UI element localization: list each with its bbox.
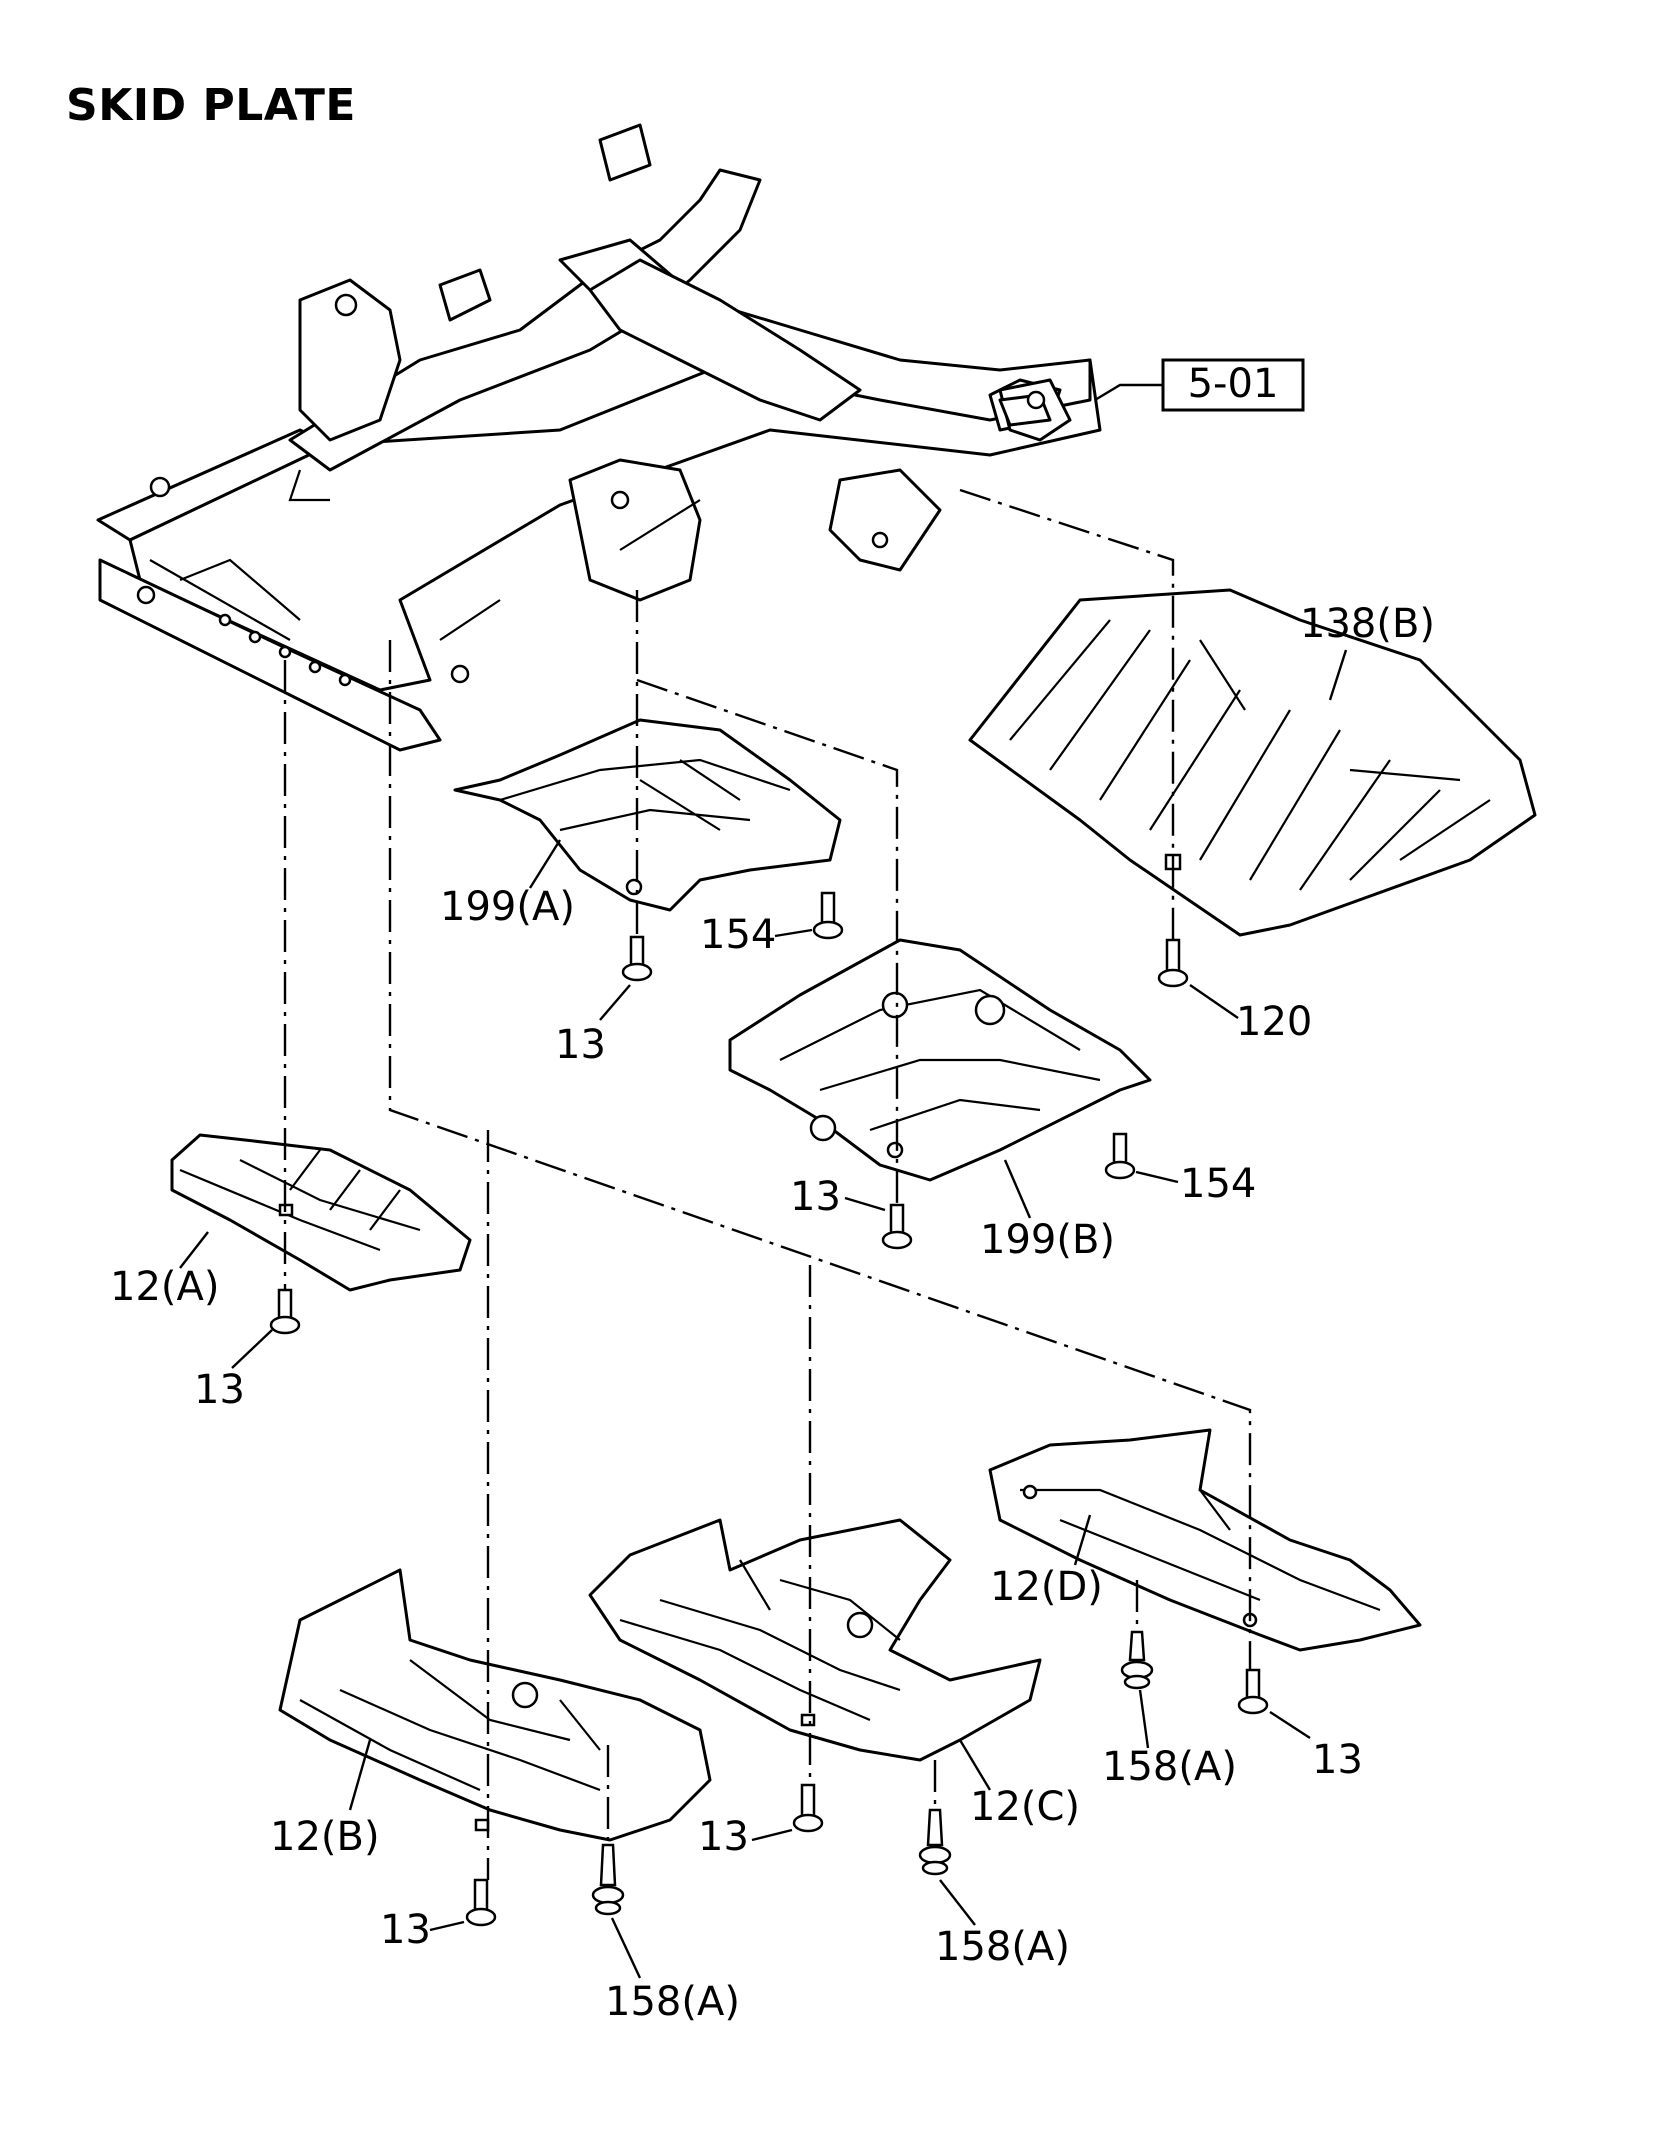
callout-12a: 12(A) — [110, 1264, 219, 1310]
callout-154-upper: 154 — [700, 912, 776, 958]
bolt-120 — [1157, 938, 1189, 988]
callout-13-12d: 13 — [1312, 1737, 1363, 1783]
bolt-154-upper — [812, 891, 844, 940]
skid-plate-199a — [453, 718, 842, 912]
callout-13-12a: 13 — [194, 1367, 245, 1413]
bolt-13-12d — [1237, 1668, 1269, 1715]
callout-12c: 12(C) — [970, 1784, 1080, 1830]
skid-plate-199b — [728, 938, 1152, 1182]
callout-138b: 138(B) — [1300, 601, 1435, 647]
callout-13-199a: 13 — [555, 1022, 606, 1068]
bolt-158a-12b — [591, 1843, 625, 1916]
callout-13-12b: 13 — [380, 1907, 431, 1953]
page-title: SKID PLATE — [66, 80, 356, 131]
callout-13-12c: 13 — [698, 1814, 749, 1860]
skid-plate-12c — [588, 1518, 1042, 1762]
reference-box-5-01[interactable]: 5-01 — [1161, 358, 1305, 412]
reference-box-label: 5-01 — [1188, 361, 1279, 407]
bolt-13-12b — [465, 1878, 497, 1927]
bolt-158a-12d — [1120, 1630, 1154, 1690]
callout-158a-12b: 158(A) — [605, 1979, 740, 2025]
bolt-13-12a — [269, 1288, 301, 1335]
assembly-lines — [283, 488, 1252, 1880]
callout-13-199b: 13 — [790, 1174, 841, 1220]
skid-plate-12a — [170, 1133, 472, 1292]
callout-12b: 12(B) — [270, 1814, 380, 1860]
skid-plate-12b — [278, 1568, 712, 1842]
callout-120: 120 — [1236, 999, 1312, 1045]
bolt-13-199a — [621, 935, 653, 982]
bolt-13-199b — [881, 1203, 913, 1250]
callout-12d: 12(D) — [990, 1564, 1103, 1610]
callout-199a: 199(A) — [440, 884, 575, 930]
vehicle-frame — [96, 123, 1102, 752]
callout-158a-12c: 158(A) — [935, 1924, 1070, 1970]
callout-154-lower: 154 — [1180, 1161, 1256, 1207]
callout-199b: 199(B) — [980, 1217, 1115, 1263]
bolt-13-12c — [792, 1783, 824, 1833]
skid-plate-12d — [988, 1428, 1422, 1652]
bolt-158a-12c — [918, 1808, 952, 1876]
skid-plate-138b — [968, 588, 1537, 937]
bolt-154-lower — [1104, 1132, 1136, 1180]
callout-158a-12d: 158(A) — [1102, 1744, 1237, 1790]
